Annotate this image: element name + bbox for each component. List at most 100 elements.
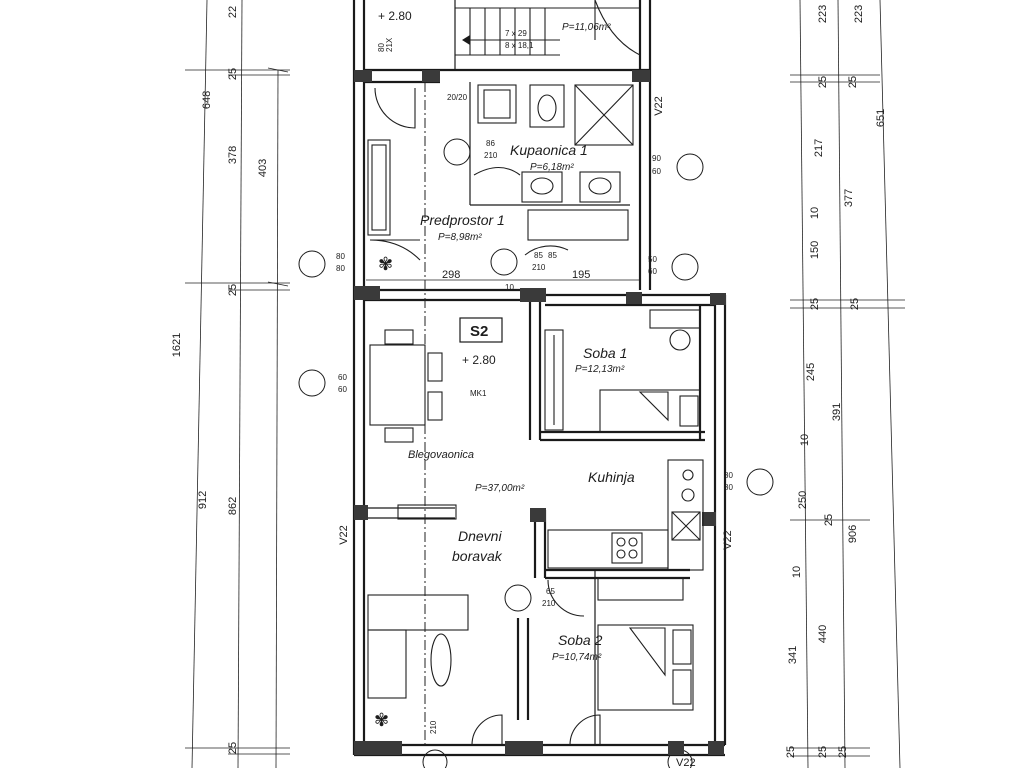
kitchen-fixtures bbox=[547, 459, 704, 571]
dim-906: 906 bbox=[847, 525, 859, 543]
unit-code: S2 bbox=[470, 323, 488, 340]
dim-912: 912 bbox=[197, 491, 209, 509]
dim-21x: 21X bbox=[385, 37, 394, 52]
dim-25-c: 25 bbox=[227, 742, 239, 754]
predprostor-name: Predprostor 1 bbox=[420, 212, 505, 228]
soba2-area: P=10,74m² bbox=[552, 652, 602, 663]
dim-648: 648 bbox=[201, 91, 213, 109]
mk-label: MK1 bbox=[470, 389, 487, 398]
dim-245: 245 bbox=[805, 363, 817, 381]
dnevni-name-2: boravak bbox=[452, 548, 503, 564]
v22-bottom: V22 bbox=[676, 757, 696, 768]
dim-25-r-a: 25 bbox=[817, 76, 829, 88]
wall-markers: V22 V22 V22 V22 bbox=[338, 96, 734, 768]
right-dimension-lines bbox=[790, 0, 905, 768]
soba1-furniture bbox=[544, 309, 701, 433]
dim-50: 50 bbox=[648, 255, 657, 264]
kupaonica-name: Kupaonica 1 bbox=[510, 142, 588, 158]
dim-210: 210 bbox=[532, 263, 546, 272]
blagovaonica-name: Blegovaonica bbox=[408, 449, 474, 461]
staircase bbox=[455, 0, 641, 56]
dim-86: 86 bbox=[486, 139, 495, 148]
dim-25-r-h: 25 bbox=[837, 746, 849, 758]
stair-steps-a: 7 x 29 bbox=[505, 29, 527, 38]
left-dimension-labels: 22 25 648 378 403 25 1621 912 862 25 bbox=[171, 6, 269, 754]
level-label-top: + 2.80 bbox=[378, 9, 412, 23]
dim-862: 862 bbox=[227, 497, 239, 515]
soba1-name: Soba 1 bbox=[583, 345, 627, 361]
dim-80-c: 80 bbox=[724, 471, 733, 480]
stair-steps-b: 8 x 18,1 bbox=[505, 41, 534, 50]
dim-60-c: 60 bbox=[338, 373, 347, 382]
dnevni-name-1: Dnevni bbox=[458, 528, 502, 544]
dim-22-top: 22 bbox=[227, 6, 239, 18]
level-label: + 2.80 bbox=[462, 353, 496, 367]
dim-80-e: 80 bbox=[377, 43, 386, 52]
dim-298: 298 bbox=[442, 269, 460, 281]
dim-223-b: 223 bbox=[853, 5, 865, 23]
dim-25-r-b: 25 bbox=[847, 76, 859, 88]
dim-150: 150 bbox=[809, 241, 821, 259]
dim-210-b: 210 bbox=[484, 151, 498, 160]
dim-25-r-g: 25 bbox=[817, 746, 829, 758]
dim-25-r-e: 25 bbox=[823, 514, 835, 526]
dim-25-r-d: 25 bbox=[849, 298, 861, 310]
dim-60-b: 60 bbox=[648, 267, 657, 276]
entry-elements: ✾ bbox=[367, 87, 569, 274]
dim-1621: 1621 bbox=[171, 333, 183, 357]
dim-10-mid: 10 bbox=[505, 283, 514, 292]
dim-651: 651 bbox=[875, 109, 887, 127]
dim-223-a: 223 bbox=[817, 5, 829, 23]
boravak-area: P=37,00m² bbox=[475, 483, 525, 494]
dim-20-20: 20/20 bbox=[447, 93, 468, 102]
dim-80-d: 80 bbox=[724, 483, 733, 492]
dim-195: 195 bbox=[572, 269, 590, 281]
dim-10-a: 10 bbox=[809, 207, 821, 219]
soba2-name: Soba 2 bbox=[558, 632, 603, 648]
dim-341: 341 bbox=[787, 646, 799, 664]
soba1-area: P=12,13m² bbox=[575, 364, 625, 375]
dim-25-a: 25 bbox=[227, 68, 239, 80]
unit-code-box bbox=[459, 317, 503, 343]
dim-10-c: 10 bbox=[791, 566, 803, 578]
dim-60-d: 60 bbox=[338, 385, 347, 394]
right-dimension-labels: 223 223 25 25 651 217 377 10 150 25 25 2… bbox=[785, 5, 887, 758]
dim-440: 440 bbox=[817, 625, 829, 643]
v22-right: V22 bbox=[722, 530, 734, 550]
plant-icon-top: ✾ bbox=[378, 254, 393, 274]
dim-85: 85 bbox=[534, 251, 543, 260]
dim-25-r-f: 25 bbox=[785, 746, 797, 758]
dim-391: 391 bbox=[831, 403, 843, 421]
soba2-furniture bbox=[471, 577, 694, 746]
dim-25-r-c: 25 bbox=[809, 298, 821, 310]
dim-217: 217 bbox=[813, 139, 825, 157]
dim-25-b: 25 bbox=[227, 284, 239, 296]
dim-250: 250 bbox=[797, 491, 809, 509]
dim-80-b: 80 bbox=[336, 264, 345, 273]
predprostor-area: P=8,98m² bbox=[438, 232, 482, 243]
dim-90: 90 bbox=[652, 154, 661, 163]
kupaonica-area: P=6,18m² bbox=[530, 162, 574, 173]
axis-bubbles bbox=[298, 138, 774, 768]
left-dimension-lines bbox=[185, 0, 290, 768]
dim-65: 65 bbox=[546, 587, 555, 596]
stair-area: P=11,06m² bbox=[562, 22, 611, 33]
room-labels: + 2.80 P=11,06m² 7 x 29 8 x 18,1 Kupaoni… bbox=[378, 9, 635, 663]
dim-80-a: 80 bbox=[336, 252, 345, 261]
dim-60: 60 bbox=[652, 167, 661, 176]
dining-table bbox=[369, 329, 443, 443]
kuhinja-name: Kuhinja bbox=[588, 469, 635, 485]
dim-10-b: 10 bbox=[799, 434, 811, 446]
dim-403: 403 bbox=[257, 159, 269, 177]
dim-85-b: 85 bbox=[548, 251, 557, 260]
dim-210-c: 210 bbox=[429, 720, 438, 734]
v22-left: V22 bbox=[338, 525, 350, 545]
v22-top: V22 bbox=[653, 96, 665, 116]
walls bbox=[352, 0, 727, 757]
dim-378: 378 bbox=[227, 146, 239, 164]
dim-210-d: 210 bbox=[542, 599, 556, 608]
dim-377: 377 bbox=[843, 189, 855, 207]
living-sofa: ✾ bbox=[367, 504, 469, 730]
plant-icon-bottom: ✾ bbox=[374, 710, 389, 730]
